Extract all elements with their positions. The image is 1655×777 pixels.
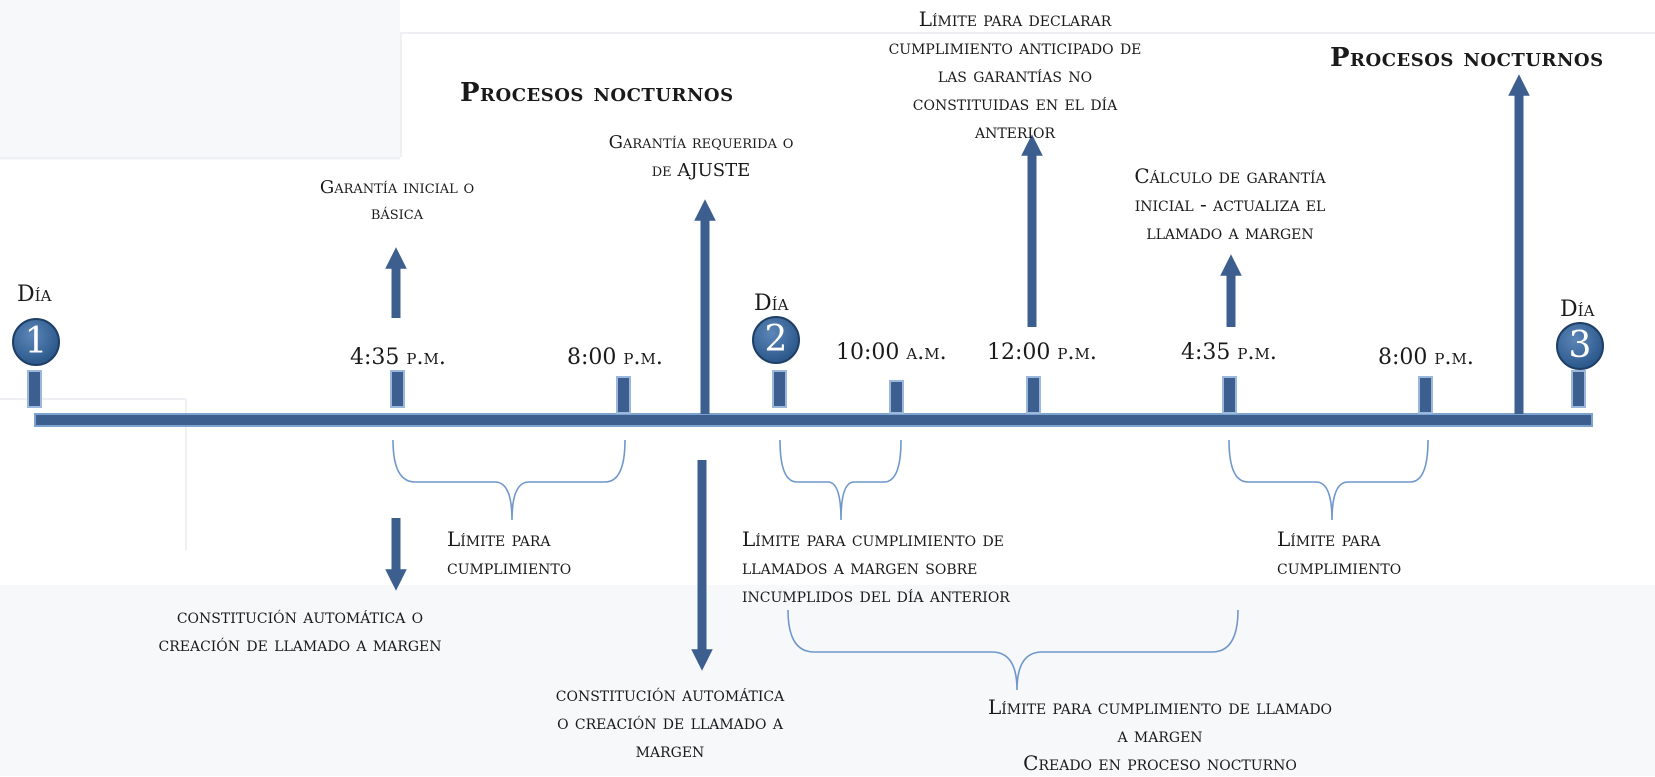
tick-435pm-1 [390,370,405,408]
time-1200pm: 12:00 p.m. [987,340,1097,365]
label-limite-cumplimiento-2: Límite para cumplimiento [1277,527,1402,579]
brace-limite-1 [392,439,626,521]
braces [392,439,1429,691]
arrows-down [385,460,713,671]
tick-800pm-1 [616,376,631,414]
tick-day3 [1571,370,1586,408]
timeline-bar [34,413,1593,427]
tick-435pm-2 [1222,376,1237,414]
day-badge-1: 1 [12,318,60,366]
day-badge-2: 2 [752,316,800,364]
day-label-1: Día [17,282,52,307]
label-calculo-garantia: Cálculo de garantía inicial - actualiza … [1134,164,1326,244]
brace-limite-anterior [779,439,902,521]
day-badge-3: 3 [1556,322,1604,370]
label-limite-llamado-nocturno: Límite para cumplimiento de llamado a ma… [987,695,1333,775]
label-limite-declarar: Límite para declarar cumplimiento antici… [888,7,1142,143]
label-garantia-inicial: Garantía inicial o básica [319,177,475,224]
tick-1200pm [1026,376,1041,414]
day-label-3: Día [1560,297,1595,322]
brace-limite-2 [1228,439,1429,521]
heading-procesos-nocturnos-1: Procesos nocturnos [460,78,734,108]
arrows-up [385,74,1530,414]
label-limite-cumplimiento-1: Límite para cumplimiento [447,527,572,579]
brace-limite-llamado [787,609,1239,691]
label-garantia-requerida: Garantía requerida o de AJUSTE [608,132,794,181]
day-label-2: Día [754,291,789,316]
time-800pm-1: 8:00 p.m. [567,345,663,370]
time-1000am: 10:00 a.m. [836,340,947,365]
tick-800pm-2 [1418,376,1433,414]
tick-day1 [27,370,42,408]
label-constitucion-1: constitución automática o creación de ll… [158,604,442,656]
time-435pm-2: 4:35 p.m. [1181,340,1277,365]
time-800pm-2: 8:00 p.m. [1378,345,1474,370]
label-constitucion-2: constitución automática o creación de ll… [555,682,785,762]
tick-day2 [772,370,787,408]
tick-1000am [889,380,904,414]
tick-marks [27,370,1586,414]
time-435pm-1: 4:35 p.m. [350,345,446,370]
label-limite-dia-anterior: Límite para cumplimiento de llamados a m… [742,527,1010,607]
heading-procesos-nocturnos-2: Procesos nocturnos [1330,43,1604,73]
